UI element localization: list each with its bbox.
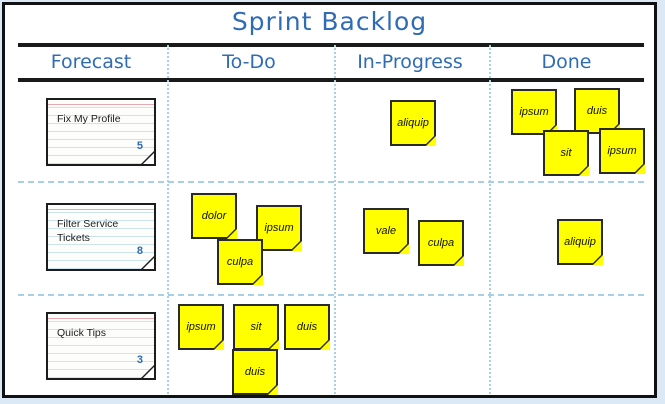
sticky-note-label: ipsum (264, 222, 294, 234)
sticky-note-label: duis (296, 321, 318, 333)
card-ruled-lines (48, 314, 154, 378)
header-rule-top (18, 43, 644, 47)
note-folded-corner-icon (253, 275, 263, 285)
sticky-note-label: ipsum (519, 106, 549, 118)
sticky-note-label: vale (375, 225, 397, 237)
column-header-forecast[interactable]: Forecast (50, 51, 132, 73)
card-folded-corner-icon (142, 257, 154, 269)
note-folded-corner-icon (227, 229, 237, 239)
sticky-note[interactable]: sit (543, 130, 589, 176)
story-card[interactable]: Filter Service Tickets 8 (46, 203, 156, 271)
column-header-row: Forecast To-Do In-Progress Done (5, 47, 654, 78)
sticky-note[interactable]: vale (363, 208, 409, 254)
story-points: 5 (136, 140, 143, 152)
column-header-done[interactable]: Done (541, 51, 592, 73)
sticky-note[interactable]: aliquip (390, 100, 436, 146)
note-folded-corner-icon (426, 136, 436, 146)
sticky-note[interactable]: ipsum (599, 128, 645, 174)
note-folded-corner-icon (214, 340, 224, 350)
sticky-note[interactable]: aliquip (557, 219, 603, 265)
sticky-note[interactable]: duis (232, 349, 278, 395)
sticky-note[interactable]: duis (284, 304, 330, 350)
story-points: 8 (136, 245, 143, 257)
note-folded-corner-icon (579, 166, 589, 176)
sticky-note[interactable]: culpa (217, 239, 263, 285)
header-rule-bottom (18, 78, 644, 82)
column-divider-2 (334, 45, 336, 395)
sticky-note-label: dolor (201, 210, 227, 222)
note-folded-corner-icon (399, 244, 409, 254)
sticky-note[interactable]: culpa (418, 220, 464, 266)
column-header-todo[interactable]: To-Do (222, 51, 276, 73)
column-header-in_progress[interactable]: In-Progress (357, 51, 463, 73)
sticky-note[interactable]: ipsum (511, 89, 557, 135)
note-folded-corner-icon (269, 340, 279, 350)
story-card[interactable]: Quick Tips 3 (46, 312, 156, 380)
swimlane-row-3: Quick Tips 3 ipsum sit duis duis (5, 294, 654, 395)
note-folded-corner-icon (320, 340, 330, 350)
story-card-title: Quick Tips (57, 327, 107, 339)
note-folded-corner-icon (292, 241, 302, 251)
note-folded-corner-icon (593, 255, 603, 265)
sticky-note[interactable]: duis (574, 88, 620, 134)
sticky-note-label: sit (250, 321, 262, 333)
card-folded-corner-icon (142, 366, 154, 378)
sticky-note[interactable]: dolor (191, 193, 237, 239)
page-title: Sprint Backlog (231, 7, 428, 36)
story-card-title: Filter Service Tickets (57, 218, 119, 244)
sticky-note[interactable]: sit (233, 304, 279, 350)
row-divider-1 (18, 181, 644, 183)
column-divider-1 (167, 45, 169, 395)
note-folded-corner-icon (268, 385, 278, 395)
sticky-note-label: culpa (427, 237, 455, 249)
sticky-note-label: duis (244, 366, 266, 378)
story-points: 3 (136, 354, 143, 366)
note-folded-corner-icon (635, 164, 645, 174)
sticky-note-label: culpa (226, 256, 254, 268)
sticky-note-label: aliquip (564, 236, 596, 248)
sticky-note-label: aliquip (397, 117, 429, 129)
swimlane-row-2: Filter Service Tickets 8 dolor ipsum culpa va… (5, 181, 654, 293)
swimlane-row-1: Fix My Profile 5 aliquip ipsum duis sit ipsum (5, 83, 654, 180)
sticky-note-label: ipsum (607, 145, 637, 157)
sticky-note[interactable]: ipsum (256, 205, 302, 251)
note-folded-corner-icon (454, 256, 464, 266)
row-divider-2 (18, 294, 644, 296)
sticky-note[interactable]: ipsum (178, 304, 224, 350)
sticky-note-label: sit (560, 147, 572, 159)
sticky-note-label: duis (586, 105, 608, 117)
story-card[interactable]: Fix My Profile 5 (46, 98, 156, 166)
card-ruled-lines (48, 100, 154, 164)
column-divider-3 (489, 45, 491, 395)
story-card-title: Fix My Profile (57, 113, 121, 125)
card-ruled-lines (48, 205, 154, 269)
sticky-note-label: ipsum (186, 321, 216, 333)
sprint-backlog-board: Sprint Backlog Forecast To-Do In-Progress D… (2, 2, 657, 398)
card-folded-corner-icon (142, 152, 154, 164)
